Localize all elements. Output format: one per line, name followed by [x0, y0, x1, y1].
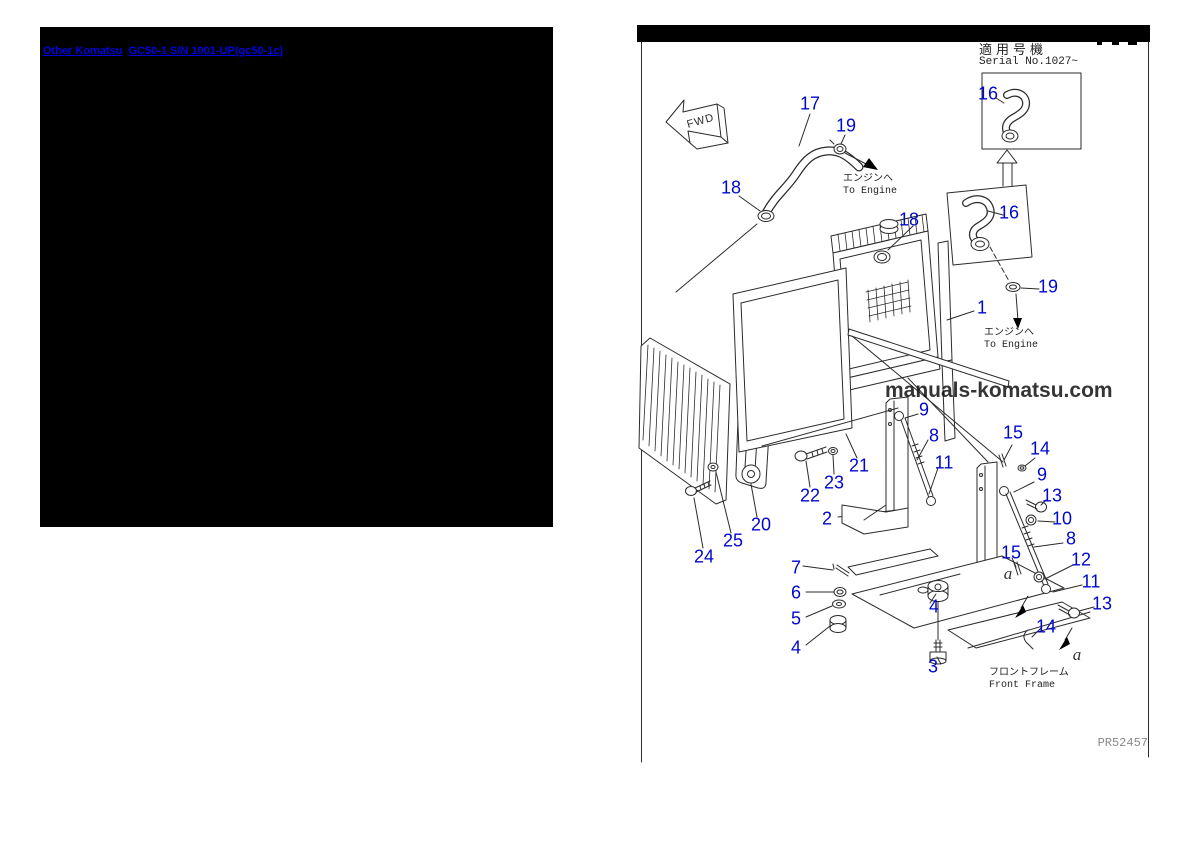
fwd-arrow [665, 99, 729, 150]
pin-7 [802, 563, 850, 577]
clamp-19-lower [989, 246, 1040, 292]
frame-21 [732, 267, 1010, 518]
hose-16-box [946, 184, 1033, 266]
link-model-serial[interactable]: GC50-1 S/N 1001-UP(gc50-1c) [128, 45, 284, 57]
bolt-13-lower [1057, 604, 1095, 619]
washer-23 [828, 447, 838, 475]
top-black-bar [637, 25, 1150, 42]
up-arrow [996, 149, 1018, 187]
mount-4-left [805, 615, 847, 646]
washer-14-upper [1017, 457, 1036, 472]
to-engine-arrow-2 [1013, 293, 1022, 329]
rod-8-right [999, 486, 1051, 594]
rod-8-left [894, 411, 939, 506]
clamp-19-upper [829, 139, 847, 155]
section-a-arrows [1015, 595, 1073, 650]
parts-diagram-drawing: FWD [637, 25, 1150, 763]
mount-4-center [927, 580, 949, 641]
stand-2-left [841, 396, 909, 535]
serial-detail-box [981, 72, 1082, 150]
rod-leader-lines [1013, 481, 1083, 593]
pin-15-upper [998, 444, 1013, 468]
radiator-core-grid [865, 279, 912, 323]
hook-14-lower [1023, 627, 1042, 650]
bolt-3 [929, 639, 947, 665]
pin-15-mid [1011, 557, 1022, 576]
nut-6 [805, 587, 847, 597]
clamp-18-lower [873, 225, 914, 264]
breadcrumb: Other Komatsu GC50-1 S/N 1001-UP(gc50-1c) [43, 45, 289, 57]
leader-lines-top [675, 113, 846, 293]
link-other-komatsu[interactable]: Other Komatsu [43, 45, 123, 57]
hose-17 [761, 146, 864, 218]
bolt-22 [794, 446, 828, 488]
to-engine-arrow-1 [844, 152, 878, 170]
parts-diagram-panel: FWD [637, 25, 1150, 765]
bolt-13-upper [1025, 499, 1047, 513]
stand-right [851, 335, 1004, 579]
washer-25 [707, 462, 732, 534]
bolt-24 [685, 480, 712, 549]
washer-5 [805, 599, 846, 618]
radiator-core-block [638, 337, 731, 505]
left-black-panel: Other Komatsu GC50-1 S/N 1001-UP(gc50-1c) [40, 27, 553, 527]
base-frame [847, 548, 1091, 649]
cutoff-text-marks [1097, 42, 1137, 45]
clamp-18-upper [757, 210, 775, 222]
